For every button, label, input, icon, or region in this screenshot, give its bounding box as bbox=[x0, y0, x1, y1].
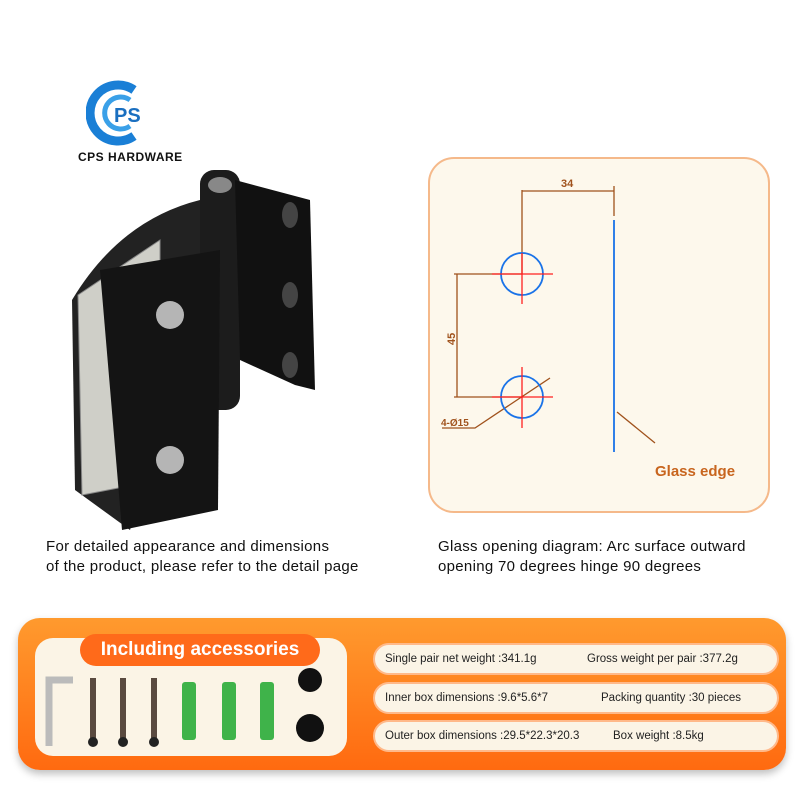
wall-plug-icon bbox=[182, 682, 196, 740]
diagram-panel bbox=[428, 157, 770, 513]
spec-row: Inner box dimensions :9.6*5.6*7 Packing q… bbox=[373, 682, 779, 714]
spec-net-weight: Single pair net weight :341.1g bbox=[385, 653, 537, 665]
brand-name: CPS HARDWARE bbox=[78, 150, 183, 164]
cap-icon bbox=[298, 668, 322, 692]
cps-logo: PS bbox=[86, 80, 141, 146]
screw-icon bbox=[88, 678, 98, 747]
product-caption: For detailed appearance and dimensions o… bbox=[46, 537, 359, 577]
spec-outer-box: Outer box dimensions :29.5*22.3*20.3 bbox=[385, 730, 580, 742]
wall-plug-icon bbox=[222, 682, 236, 740]
screw-icon bbox=[149, 678, 159, 747]
caption-line: of the product, please refer to the deta… bbox=[46, 558, 359, 575]
spec-packing-quantity: Packing quantity :30 pieces bbox=[601, 692, 742, 704]
spec-inner-box: Inner box dimensions :9.6*5.6*7 bbox=[385, 692, 549, 704]
spec-row: Single pair net weight :341.1g Gross weig… bbox=[373, 643, 779, 675]
caption-line: opening 70 degrees hinge 90 degrees bbox=[438, 558, 702, 575]
glass-edge-label: Glass edge bbox=[655, 463, 735, 480]
dim-vertical: 45 bbox=[446, 333, 458, 345]
glass-opening-diagram: 34 45 4-Ø15 Glass edge bbox=[441, 178, 735, 480]
spec-box-weight: Box weight :8.5kg bbox=[613, 730, 704, 742]
spec-gross-weight: Gross weight per pair :377.2g bbox=[587, 653, 738, 665]
dim-horizontal: 34 bbox=[561, 178, 574, 190]
hinge-product-image bbox=[72, 170, 315, 530]
hole-label: 4-Ø15 bbox=[441, 418, 469, 429]
caption-line: Glass opening diagram: Arc surface outwa… bbox=[438, 538, 746, 555]
accessories-image bbox=[45, 668, 324, 747]
cap-icon bbox=[296, 714, 324, 742]
wall-plug-icon bbox=[260, 682, 274, 740]
screw-icon bbox=[118, 678, 128, 747]
diagram-caption: Glass opening diagram: Arc surface outwa… bbox=[438, 537, 746, 577]
allen-key-icon bbox=[45, 676, 73, 746]
caption-line: For detailed appearance and dimensions bbox=[46, 538, 330, 555]
spec-row: Outer box dimensions :29.5*22.3*20.3 Box … bbox=[373, 720, 779, 752]
svg-text:PS: PS bbox=[114, 105, 141, 127]
accessories-label: Including accessories bbox=[80, 634, 320, 666]
